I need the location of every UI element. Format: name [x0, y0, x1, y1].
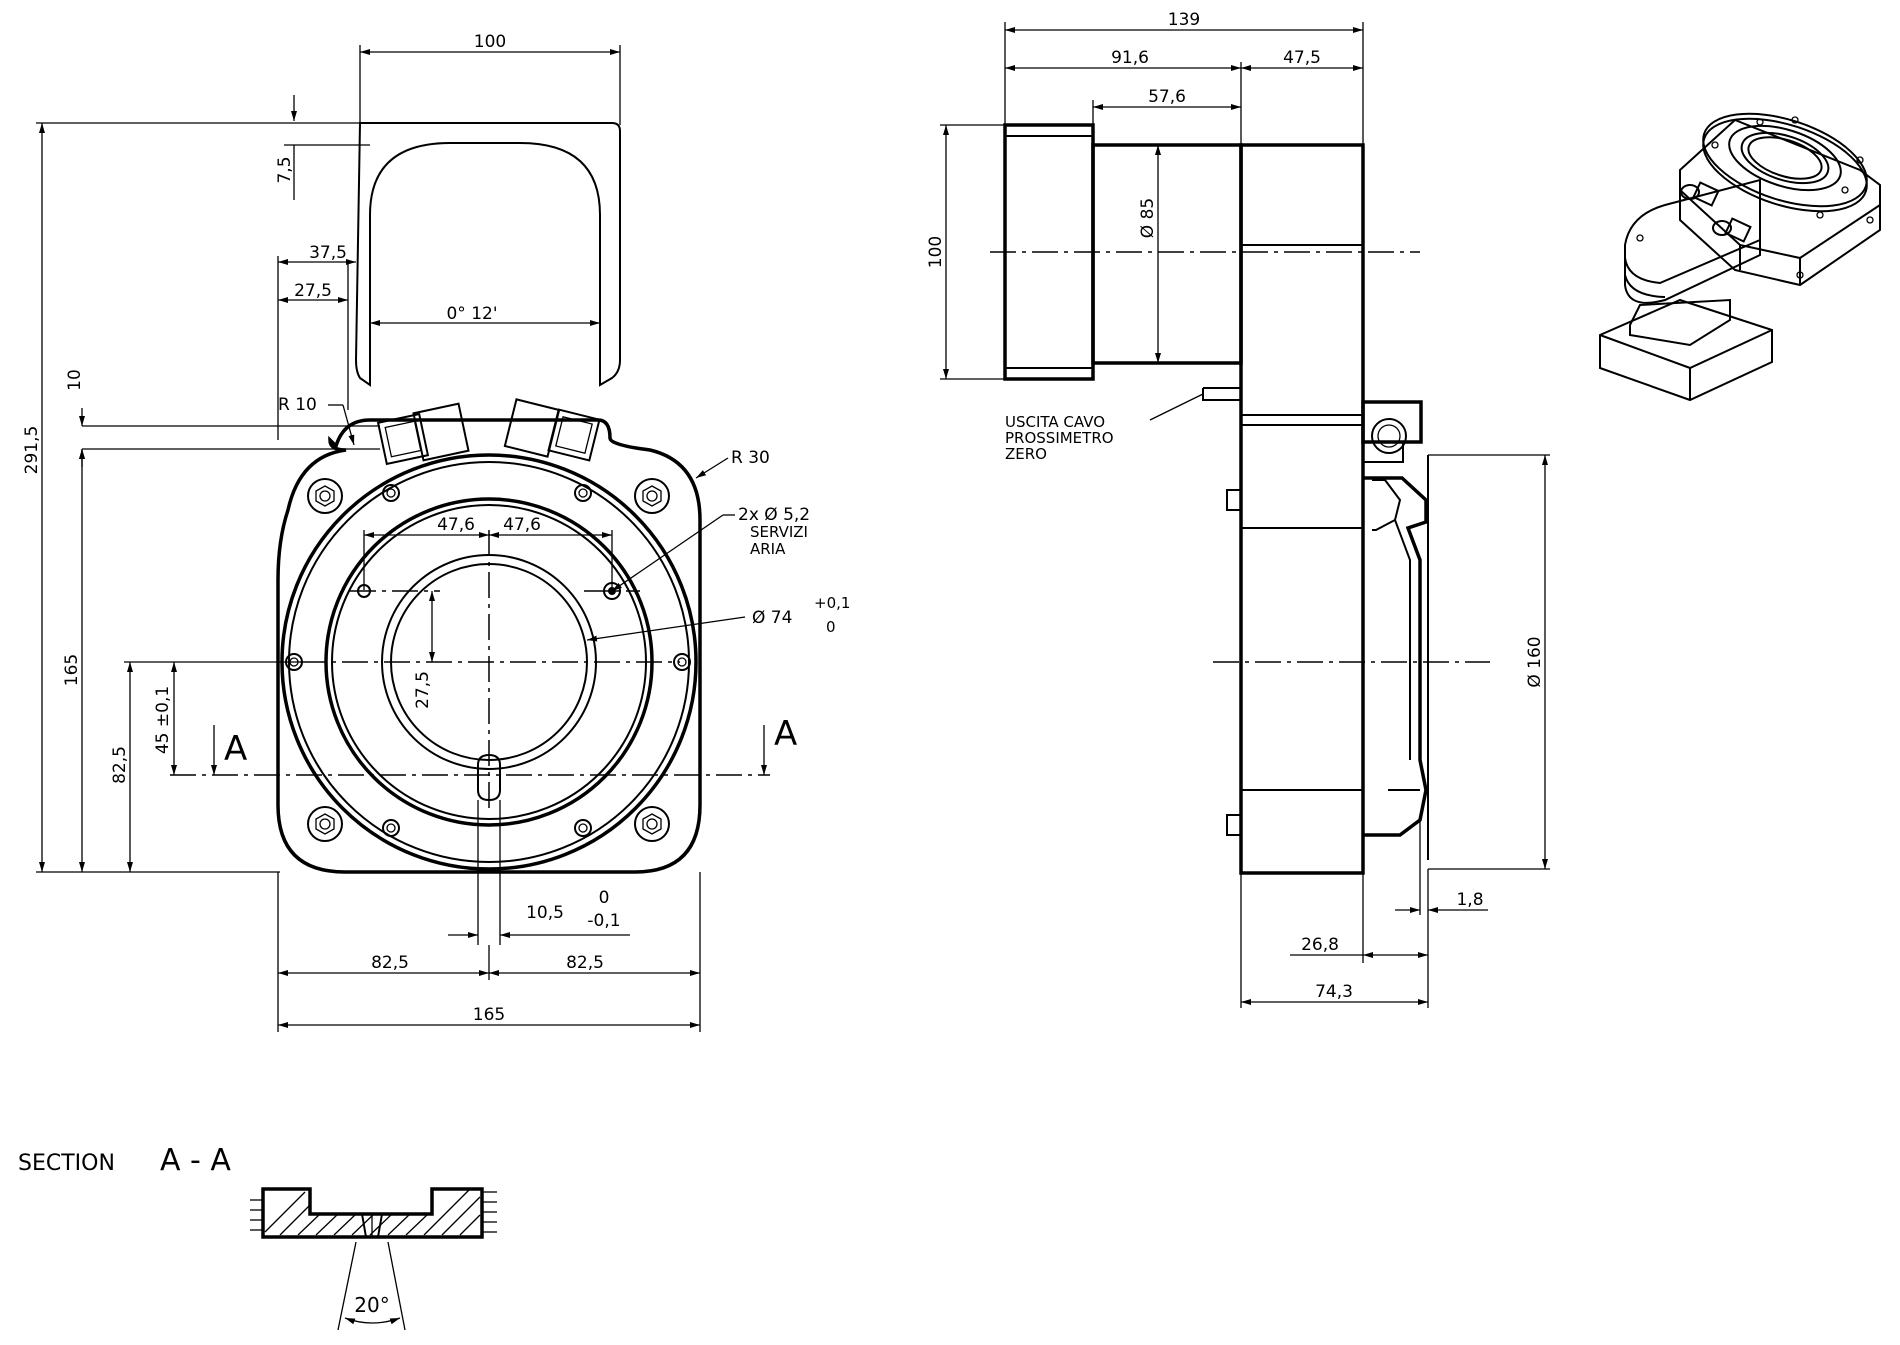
slot-tol-lower: -0,1	[587, 911, 620, 931]
dim-10: 10	[65, 369, 85, 391]
air-holes-note-2: SERVIZI	[750, 523, 808, 541]
dim-overall-width: 165	[473, 1005, 505, 1025]
air-holes-note-3: ARIA	[750, 540, 786, 558]
front-view: 100 7,5 37,5 27,5 0° 12' R 10 10 R 30	[22, 32, 850, 1032]
air-fitting-left	[376, 402, 470, 466]
dim-height-165: 165	[62, 654, 82, 686]
dim-height-100: 100	[926, 236, 946, 268]
dim-bottom-left: 82,5	[371, 953, 409, 973]
dim-height-45: 45 ±0,1	[153, 686, 173, 754]
section-mark-left: A	[224, 729, 247, 769]
dim-diameter-160: Ø 160	[1525, 636, 1545, 687]
gear-housing	[1239, 143, 1365, 875]
dim-length-47-5: 47,5	[1283, 48, 1321, 68]
section-angle: 20°	[354, 1293, 389, 1317]
bore-diameter: Ø 74	[752, 608, 792, 628]
bore-tol-lower: 0	[826, 618, 836, 636]
dim-spacing-right: 47,6	[503, 515, 541, 535]
dim-spacing-left: 47,6	[437, 515, 475, 535]
air-fitting-right	[503, 398, 601, 462]
dim-1-8: 1,8	[1456, 890, 1483, 910]
dim-overall-length: 139	[1168, 10, 1200, 30]
dim-top-offset: 7,5	[275, 156, 295, 183]
slot-width: 10,5	[526, 903, 564, 923]
section-hatch	[264, 1188, 481, 1236]
cable-note-3: ZERO	[1005, 445, 1047, 463]
dim-left-27-5: 27,5	[294, 281, 332, 301]
motor-body	[1091, 143, 1243, 365]
dim-height-82-5: 82,5	[110, 746, 130, 784]
flange-holes	[285, 484, 691, 837]
main-body-outline	[276, 418, 702, 874]
corner-screws	[307, 478, 670, 842]
dim-radius-30: R 30	[731, 448, 770, 468]
slot-tol-upper: 0	[599, 888, 610, 908]
dim-total-height: 291,5	[22, 426, 42, 475]
dim-26-8: 26,8	[1301, 935, 1339, 955]
dim-radius-10: R 10	[278, 395, 317, 415]
dim-length-91-6: 91,6	[1111, 48, 1149, 68]
dim-diameter-85: Ø 85	[1138, 198, 1158, 238]
dim-left-37-5: 37,5	[309, 243, 347, 263]
section-profile	[261, 1187, 484, 1239]
isometric-view	[1599, 112, 1881, 402]
section-title-letters: A - A	[160, 1143, 231, 1178]
cable-note-2: PROSSIMETRO	[1005, 429, 1114, 447]
section-view: SECTION A - A	[18, 1143, 497, 1331]
section-title-prefix: SECTION	[18, 1151, 115, 1176]
section-mark-right: A	[774, 714, 797, 754]
upper-arm-outline	[354, 122, 621, 387]
dim-top-width: 100	[474, 32, 506, 52]
dim-offset-27-5: 27,5	[413, 671, 433, 709]
dim-bottom-right: 82,5	[566, 953, 604, 973]
dim-length-57-6: 57,6	[1148, 87, 1186, 107]
dim-74-3: 74,3	[1315, 982, 1353, 1002]
bore-tol-upper: +0,1	[814, 594, 850, 612]
side-view: 139 91,6 47,5 57,6 100 Ø 85 USCITA CAVO …	[926, 10, 1550, 1008]
slot	[477, 753, 501, 802]
cable-note-1: USCITA CAVO	[1005, 413, 1105, 431]
air-holes-note-1: 2x Ø 5,2	[738, 505, 810, 525]
rotary-flange	[1363, 476, 1428, 837]
dim-angle-label: 0° 12'	[446, 304, 497, 324]
